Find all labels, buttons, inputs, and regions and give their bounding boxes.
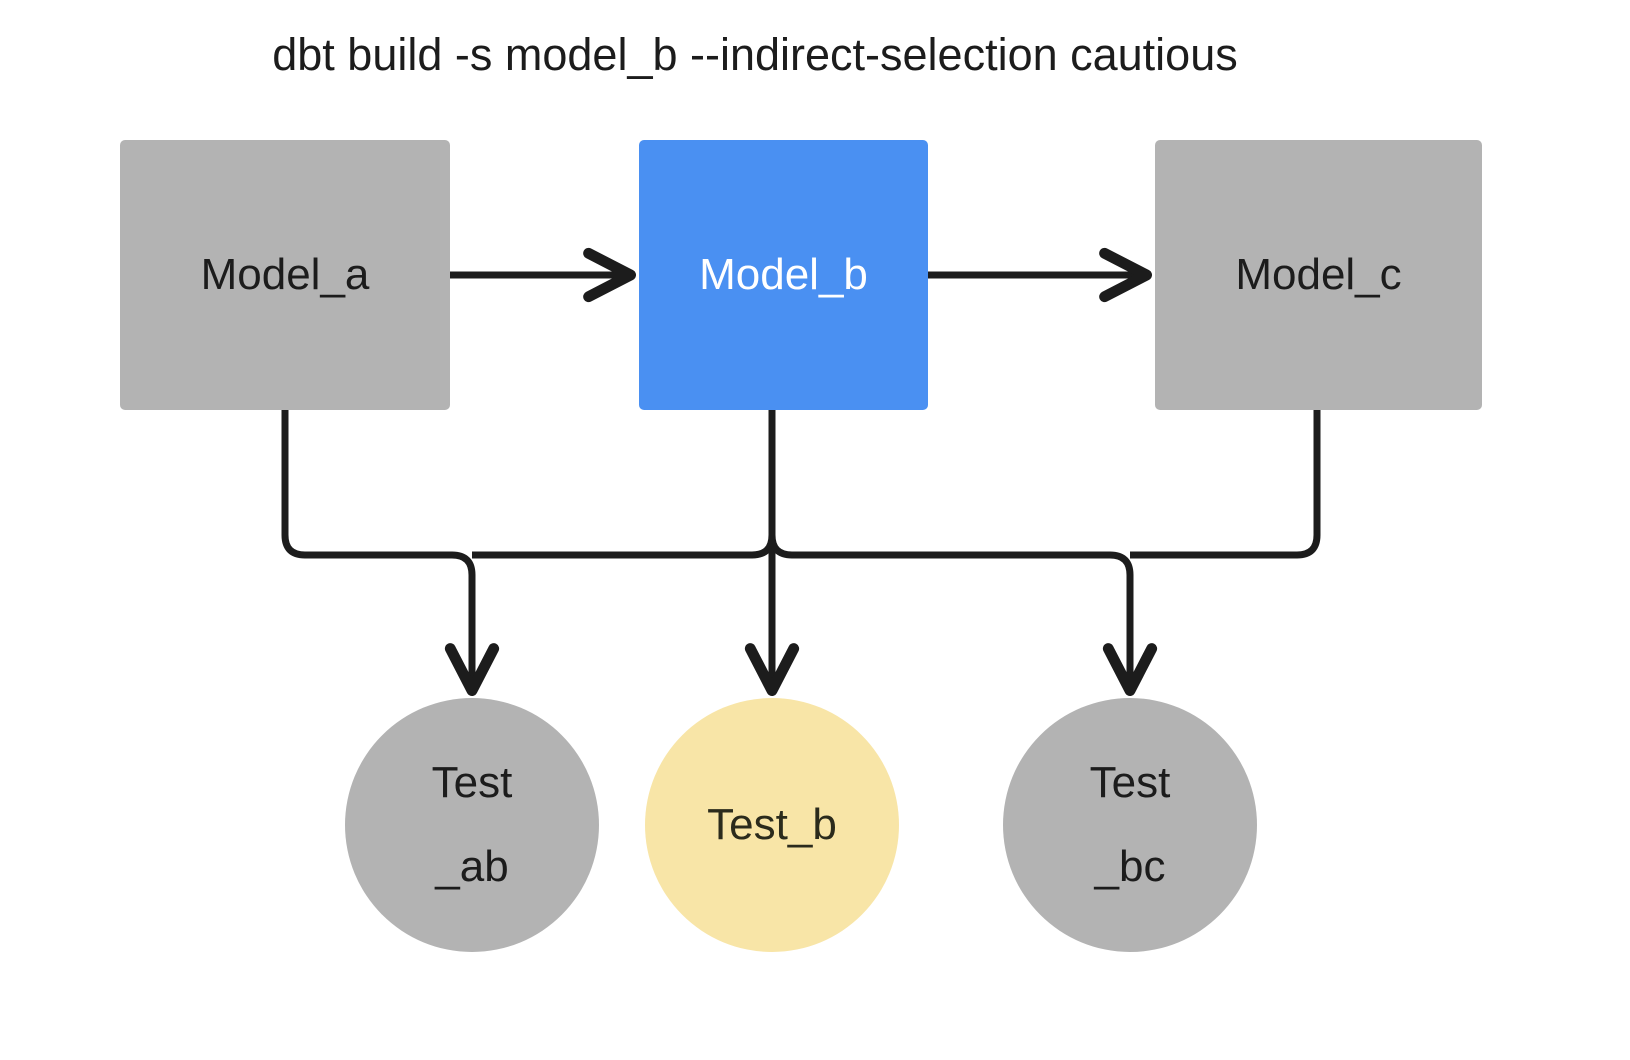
node-test-ab[interactable]: Test _ab bbox=[345, 698, 599, 952]
node-test-b[interactable]: Test_b bbox=[645, 698, 899, 952]
node-test-bc-label-line1: Test bbox=[1089, 758, 1171, 807]
edge-bus-to-test-bc bbox=[1102, 551, 1158, 697]
node-model-b-label: Model_b bbox=[699, 250, 868, 299]
edge-model-c-to-bus bbox=[1130, 410, 1321, 559]
node-model-c[interactable]: Model_c bbox=[1155, 140, 1482, 410]
node-model-b[interactable]: Model_b bbox=[639, 140, 928, 410]
node-model-c-label: Model_c bbox=[1235, 250, 1402, 299]
node-model-a[interactable]: Model_a bbox=[120, 140, 450, 410]
edge-model-a-to-bus bbox=[281, 410, 452, 559]
edge-bus-left-to-center bbox=[472, 534, 776, 559]
edge-bus-center-to-right bbox=[768, 534, 1110, 559]
node-test-bc-label-line2: _bc bbox=[1094, 842, 1166, 891]
node-test-bc[interactable]: Test _bc bbox=[1003, 698, 1257, 952]
edge-bus-to-test-ab bbox=[444, 551, 500, 697]
node-test-b-label-line1: Test_b bbox=[707, 800, 837, 849]
node-model-a-label: Model_a bbox=[200, 250, 370, 299]
node-test-ab-label-line1: Test bbox=[431, 758, 513, 807]
node-test-ab-label-line2: _ab bbox=[435, 842, 509, 891]
diagram-title: dbt build -s model_b --indirect-selectio… bbox=[272, 29, 1238, 80]
